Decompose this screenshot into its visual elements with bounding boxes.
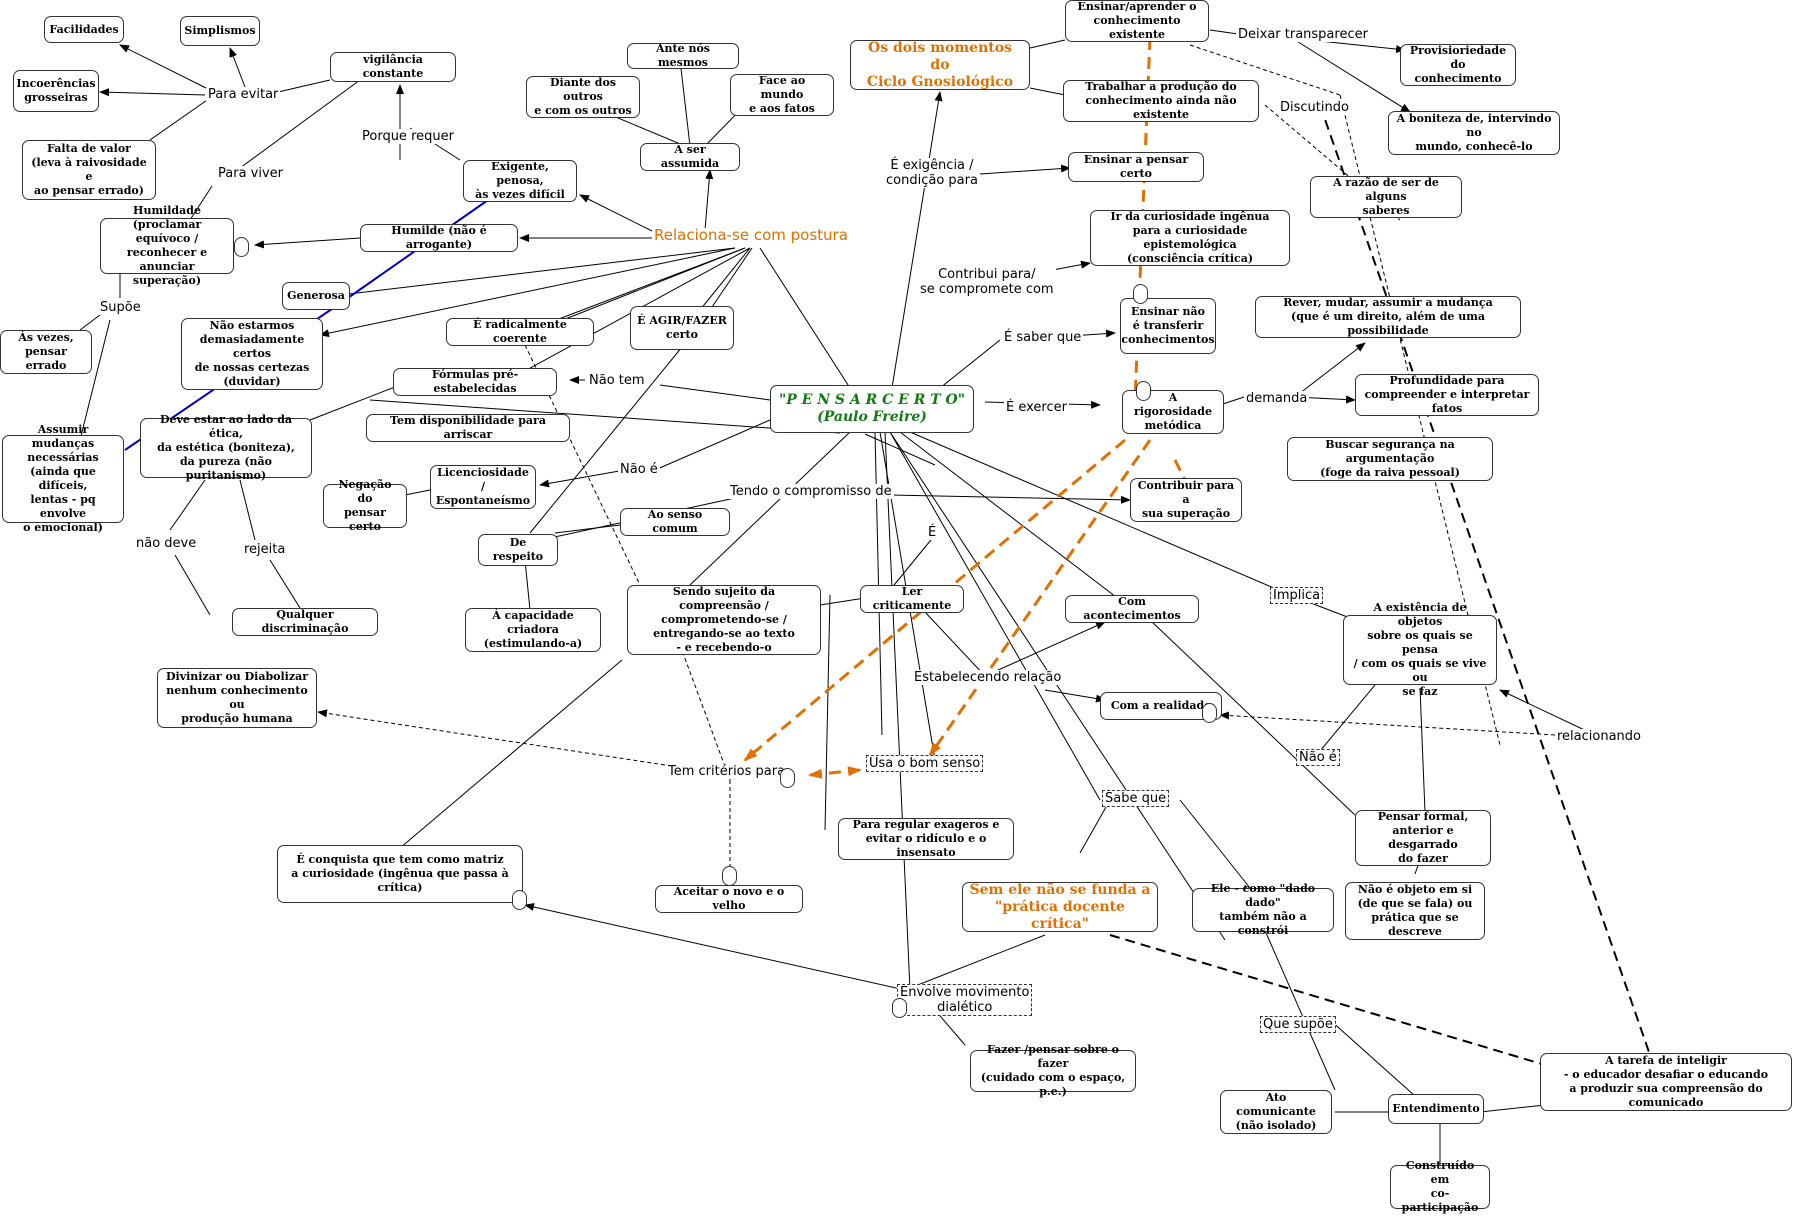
node-licenciosidade: Licenciosidade / Espontaneísmo	[430, 465, 536, 509]
node-ensinar-nao: Ensinar não é transferir conhecimentos	[1120, 298, 1216, 354]
node-assumir: Assumir mudanças necessárias (ainda que …	[2, 423, 124, 534]
label-nao-e: Não é	[618, 462, 660, 477]
rigorosidade-connector-icon	[1136, 381, 1151, 401]
conquista-connector-icon	[512, 890, 527, 910]
node-conquista: É conquista que tem como matriz a curios…	[277, 845, 523, 903]
label-rejeita: rejeita	[242, 542, 288, 557]
node-existencia: A existência de objetos sobre os quais s…	[1343, 601, 1497, 698]
node-vigilancia: vigilância constante	[330, 52, 456, 82]
node-ensinar-aprender: Ensinar/aprender o conhecimento existent…	[1065, 0, 1209, 42]
label-que-supoe: Que supõe	[1260, 1016, 1336, 1033]
node-nao-estarmos: Não estarmos demasiadamente certos de no…	[181, 318, 323, 390]
node-qualquer: Qualquer discriminação	[232, 608, 378, 636]
node-com-realidade: Com a realidade	[1100, 692, 1222, 720]
node-ensinar-pensar: Ensinar a pensar certo	[1068, 152, 1204, 182]
node-boniteza: A boniteza de, intervindo no mundo, conh…	[1388, 111, 1560, 155]
central-subtitle: (Paulo Freire)	[817, 409, 927, 425]
label-implica: Implica	[1270, 587, 1324, 604]
node-ante-nos: Ante nós mesmos	[627, 42, 739, 69]
central-node-pensar-certo: "P E N S A R C E R T O" (Paulo Freire)	[770, 385, 974, 433]
label-estabelecendo: Estabelecendo relação	[912, 670, 1064, 685]
node-face: Face ao mundo e aos fatos	[730, 74, 834, 116]
node-agir: É AGIR/FAZER certo	[630, 306, 734, 350]
node-radicalmente: É radicalmente coerente	[446, 318, 594, 346]
node-sendo-sujeito: Sendo sujeito da compreensão / compromet…	[627, 585, 821, 655]
label-porque-requer: Porque requer	[360, 129, 456, 144]
node-regular: Para regular exageros e evitar o ridícul…	[838, 818, 1014, 860]
node-tem-disp: Tem disponibilidade para arriscar	[366, 414, 570, 442]
node-trabalhar: Trabalhar a produção do conhecimento ain…	[1063, 80, 1259, 122]
node-buscar: Buscar segurança na argumentação (foge d…	[1287, 437, 1493, 481]
label-relacionando: relacionando	[1555, 729, 1643, 744]
tem-criterios-connector-icon	[780, 768, 795, 788]
node-ao-senso: Ao senso comum	[620, 508, 730, 536]
node-fazer-pensar: Fazer /pensar sobre o fazer (cuidado com…	[970, 1043, 1136, 1098]
humildade-connector-icon	[234, 237, 249, 257]
envolve-connector-icon	[892, 998, 907, 1018]
label-e-saber-que: É saber que	[1002, 330, 1084, 345]
label-nao-deve: não deve	[134, 536, 199, 551]
node-diante: Diante dos outros e com os outros	[526, 76, 640, 118]
label-deixar: Deixar transparecer	[1236, 27, 1370, 42]
label-tem-criterios: Tem critérios para	[666, 764, 788, 779]
label-para-evitar: Para evitar	[206, 87, 281, 102]
node-exigente: Exigente, penosa, às vezes difícil	[463, 160, 577, 202]
central-title: "P E N S A R C E R T O"	[779, 392, 965, 408]
node-aceitar: Aceitar o novo e o velho	[655, 885, 803, 913]
label-e-exigencia: É exigência / condição para	[884, 158, 980, 188]
node-ser-assumida: A ser assumida	[640, 143, 740, 171]
label-supoe: Supõe	[98, 300, 143, 315]
node-generosa: Generosa	[282, 282, 350, 310]
node-deve-estar: Deve estar ao lado da ética, da estética…	[140, 413, 312, 482]
node-ir-curiosidade: Ir da curiosidade ingênua para a curiosi…	[1090, 210, 1290, 266]
node-provisoriedade: Provisioriedade do conhecimento	[1400, 44, 1516, 86]
node-com-acont: Com acontecimentos	[1065, 595, 1199, 623]
label-envolve: Envolve movimento dialético	[897, 984, 1033, 1016]
label-nao-e-2: Não é	[1296, 749, 1340, 766]
node-tarefa: A tarefa de inteligir - o educador desaf…	[1540, 1053, 1792, 1111]
label-contribui: Contribui para/ se compromete com	[918, 267, 1056, 297]
label-tendo: Tendo o compromisso de	[728, 484, 894, 499]
aceitar-connector-icon	[722, 866, 737, 886]
node-contribuir: Contribuir para a sua superação	[1130, 478, 1242, 522]
node-razao: A razão de ser de alguns saberes	[1310, 176, 1462, 218]
label-nao-tem: Não tem	[587, 373, 647, 388]
node-simplismos: Simplismos	[180, 16, 260, 46]
node-falta-valor: Falta de valor (leva à raivosidade e ao …	[22, 140, 156, 200]
node-humildade: Humildade (proclamar equívoco / reconhec…	[100, 204, 234, 287]
node-nao-objeto: Não é objeto em si (de que se fala) ou p…	[1345, 882, 1485, 940]
node-formulas: Fórmulas pré-estabelecidas	[393, 368, 557, 396]
node-entendimento: Entendimento	[1388, 1094, 1484, 1124]
label-sabe-que: Sabe que	[1102, 790, 1170, 807]
label-demanda: demanda	[1244, 391, 1310, 406]
node-humilde: Humilde (não é arrogante)	[360, 224, 518, 252]
realidade-connector-icon	[1202, 703, 1217, 723]
label-relaciona: Relaciona-se com postura	[652, 226, 850, 244]
node-ele-como: Ele - como "dado dado" também não a cons…	[1192, 882, 1334, 937]
ensinar-nao-connector-icon	[1133, 284, 1148, 304]
node-as-vezes: Às vezes, pensar errado	[0, 330, 92, 374]
node-profundidade: Profundidade para compreender e interpre…	[1355, 374, 1539, 416]
node-negacao: Negação do pensar certo	[323, 478, 407, 533]
node-facilidades: Facilidades	[44, 16, 124, 43]
label-e-exercer: É exercer	[1004, 400, 1069, 415]
label-discutindo: Discutindo	[1278, 100, 1351, 115]
label-para-viver: Para viver	[216, 166, 286, 181]
node-ato: Ato comunicante (não isolado)	[1220, 1090, 1332, 1134]
node-divinizar: Divinizar ou Diabolizar nenhum conhecime…	[157, 668, 317, 728]
label-e: É	[926, 525, 939, 540]
node-pensar-formal: Pensar formal, anterior e desgarrado do …	[1355, 810, 1491, 866]
node-incoerencias: Incoerências grosseiras	[13, 70, 99, 112]
node-de-respeito: De respeito	[478, 534, 558, 566]
node-ler: Ler criticamente	[860, 585, 964, 613]
node-rever: Rever, mudar, assumir a mudança (que é u…	[1255, 296, 1521, 338]
node-dois-momentos: Os dois momentos do Ciclo Gnosiológico	[850, 40, 1030, 90]
node-sem-ele: Sem ele não se funda a "prática docente …	[962, 882, 1158, 932]
node-capacidade: À capacidade criadora (estimulando-a)	[465, 608, 601, 652]
label-usa-bom-senso: Usa o bom senso	[866, 755, 984, 772]
node-construido: Construído em co-participação	[1390, 1159, 1490, 1214]
